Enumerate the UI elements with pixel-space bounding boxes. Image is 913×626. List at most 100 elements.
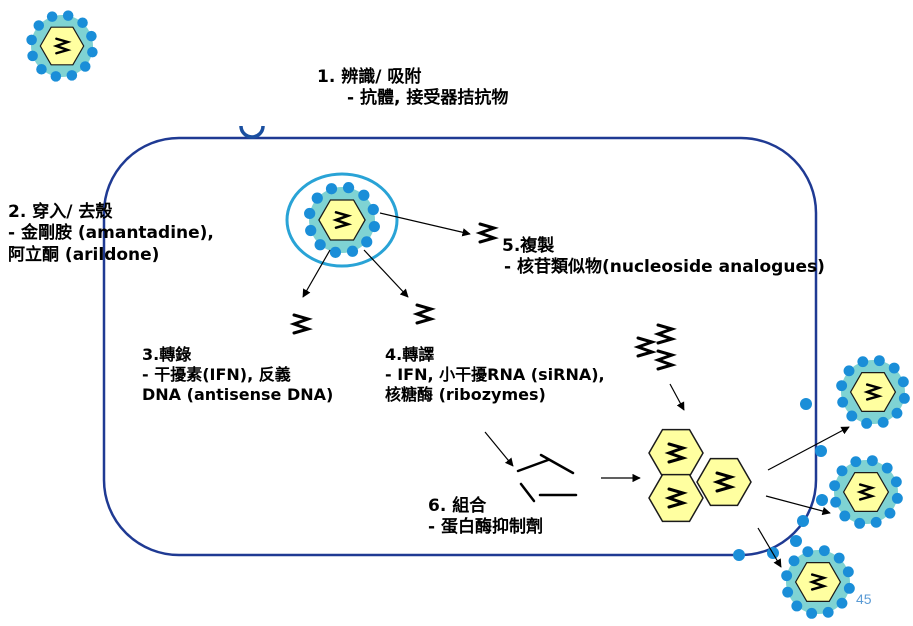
capsid-icon [697, 459, 751, 506]
virus-spike [806, 607, 818, 619]
virus-spike [836, 465, 848, 477]
step-6-label: 6. 組合 - 蛋白酶抑制劑 [428, 496, 543, 539]
virus-spike [846, 410, 858, 422]
virus-spike [877, 416, 889, 428]
virus-spike [325, 183, 338, 195]
virus-spike [850, 456, 862, 468]
endosome-ring [285, 172, 399, 268]
virus-spike [881, 462, 893, 474]
virus-spike [26, 34, 37, 46]
virus-spike [891, 407, 903, 419]
virus-spike [839, 510, 851, 522]
virus-spike [837, 396, 849, 408]
virus-spike [358, 189, 370, 201]
virus-spike [62, 10, 74, 21]
step-3-label: 3.轉錄 - 干擾素(IFN), 反義 DNA (antisense DNA) [142, 345, 333, 405]
rna-genome-icon [636, 336, 654, 358]
virus-spike [27, 50, 38, 62]
virus-spike [87, 46, 98, 58]
virus-spike [829, 480, 841, 492]
step-2-title: 2. 穿入/ 去殼 [8, 202, 113, 222]
step-5-label: 5.複製 - 核苷類似物(nucleoside analogues) [502, 236, 825, 279]
virus-spike [843, 582, 855, 594]
rna-genome-icon [292, 313, 310, 335]
virus-spike [836, 597, 848, 609]
step-4-label: 4.轉譯 - IFN, 小干擾RNA (siRNA), 核糖酶 (ribozym… [385, 345, 605, 405]
virus-spike [346, 245, 359, 257]
virus-spike [843, 365, 855, 377]
capsid-icon [649, 475, 703, 522]
rna-genome-icon [478, 222, 496, 244]
virus-spike [342, 182, 355, 194]
step-6-title: 6. 組合 [428, 496, 487, 516]
virus-spike [33, 20, 45, 31]
virus-spike [822, 606, 834, 618]
rna-genome-icon [656, 323, 674, 345]
virus-spike [888, 362, 900, 374]
virus-spike [79, 61, 91, 72]
virus-spike [782, 586, 794, 598]
virus-spike [854, 517, 866, 529]
virus-spike [830, 496, 842, 508]
virus-spike [367, 203, 379, 216]
rna-genome-icon [415, 303, 433, 325]
virus-spike [66, 70, 78, 81]
virus-spike [36, 63, 47, 75]
virus-spike [50, 71, 62, 82]
virus-spike [898, 392, 910, 404]
virus-spike [368, 220, 380, 233]
step-2-detail: - 金剛胺 (amantadine), [8, 223, 214, 244]
step-2-detail-2: 阿立酮 (arildone) [8, 244, 160, 265]
step-3-title: 3.轉錄 [142, 345, 192, 364]
virus-spike [311, 192, 323, 204]
receptor-icon [239, 125, 265, 139]
virus-spike [836, 380, 848, 392]
protein-fragment-icon [516, 453, 578, 503]
virus-spike [77, 17, 88, 29]
virus-spike [890, 476, 902, 488]
step-4-detail: - IFN, 小干擾RNA (siRNA), [385, 365, 605, 384]
virus-spike [861, 417, 873, 429]
virus-spike [305, 224, 317, 237]
step-1-detail: - 抗體, 接受器拮抗物 [347, 88, 509, 109]
capsid-icon [649, 430, 703, 477]
step-4-title: 4.轉譯 [385, 345, 435, 364]
virus-spike [866, 455, 878, 467]
step-3-detail-2: DNA (antisense DNA) [142, 385, 334, 404]
virus-spike [897, 376, 909, 388]
virus-spike [884, 507, 896, 519]
virus-icon [304, 182, 380, 258]
budding-membrane-dots [733, 398, 828, 561]
step-2-label: 2. 穿入/ 去殼 - 金剛胺 (amantadine), 阿立酮 (arild… [8, 202, 214, 266]
virus-spike [788, 555, 800, 567]
virus-spike [842, 566, 854, 578]
virus-spike [314, 239, 326, 251]
rna-genome-icon [656, 349, 674, 371]
pathway-arrows [302, 212, 850, 568]
virus-spike [46, 11, 58, 22]
page-number: 45 [856, 591, 872, 607]
step-5-title: 5.複製 [502, 236, 555, 256]
virus-spike [791, 600, 803, 612]
virus-spike [361, 236, 373, 248]
virus-spike [329, 246, 342, 258]
virus-spike [781, 570, 793, 582]
step-4-detail-2: 核糖酶 (ribozymes) [385, 385, 546, 404]
virus-spike [304, 207, 316, 220]
virus-spike [86, 30, 97, 42]
step-1-label: 1. 辨識/ 吸附 - 抗體, 接受器拮抗物 [317, 67, 508, 110]
virus-spike [802, 546, 814, 558]
virus-icon [26, 10, 98, 82]
virus-icon [781, 545, 855, 619]
virus-spike [891, 492, 903, 504]
virus-spike [833, 552, 845, 564]
virus-spike [818, 545, 830, 557]
step-5-detail: - 核苷類似物(nucleoside analogues) [504, 257, 825, 278]
virus-spike [857, 356, 869, 368]
virus-icon [829, 455, 903, 529]
step-3-detail: - 干擾素(IFN), 反義 [142, 365, 291, 384]
cell-membrane [102, 136, 818, 557]
virus-spike [870, 516, 882, 528]
